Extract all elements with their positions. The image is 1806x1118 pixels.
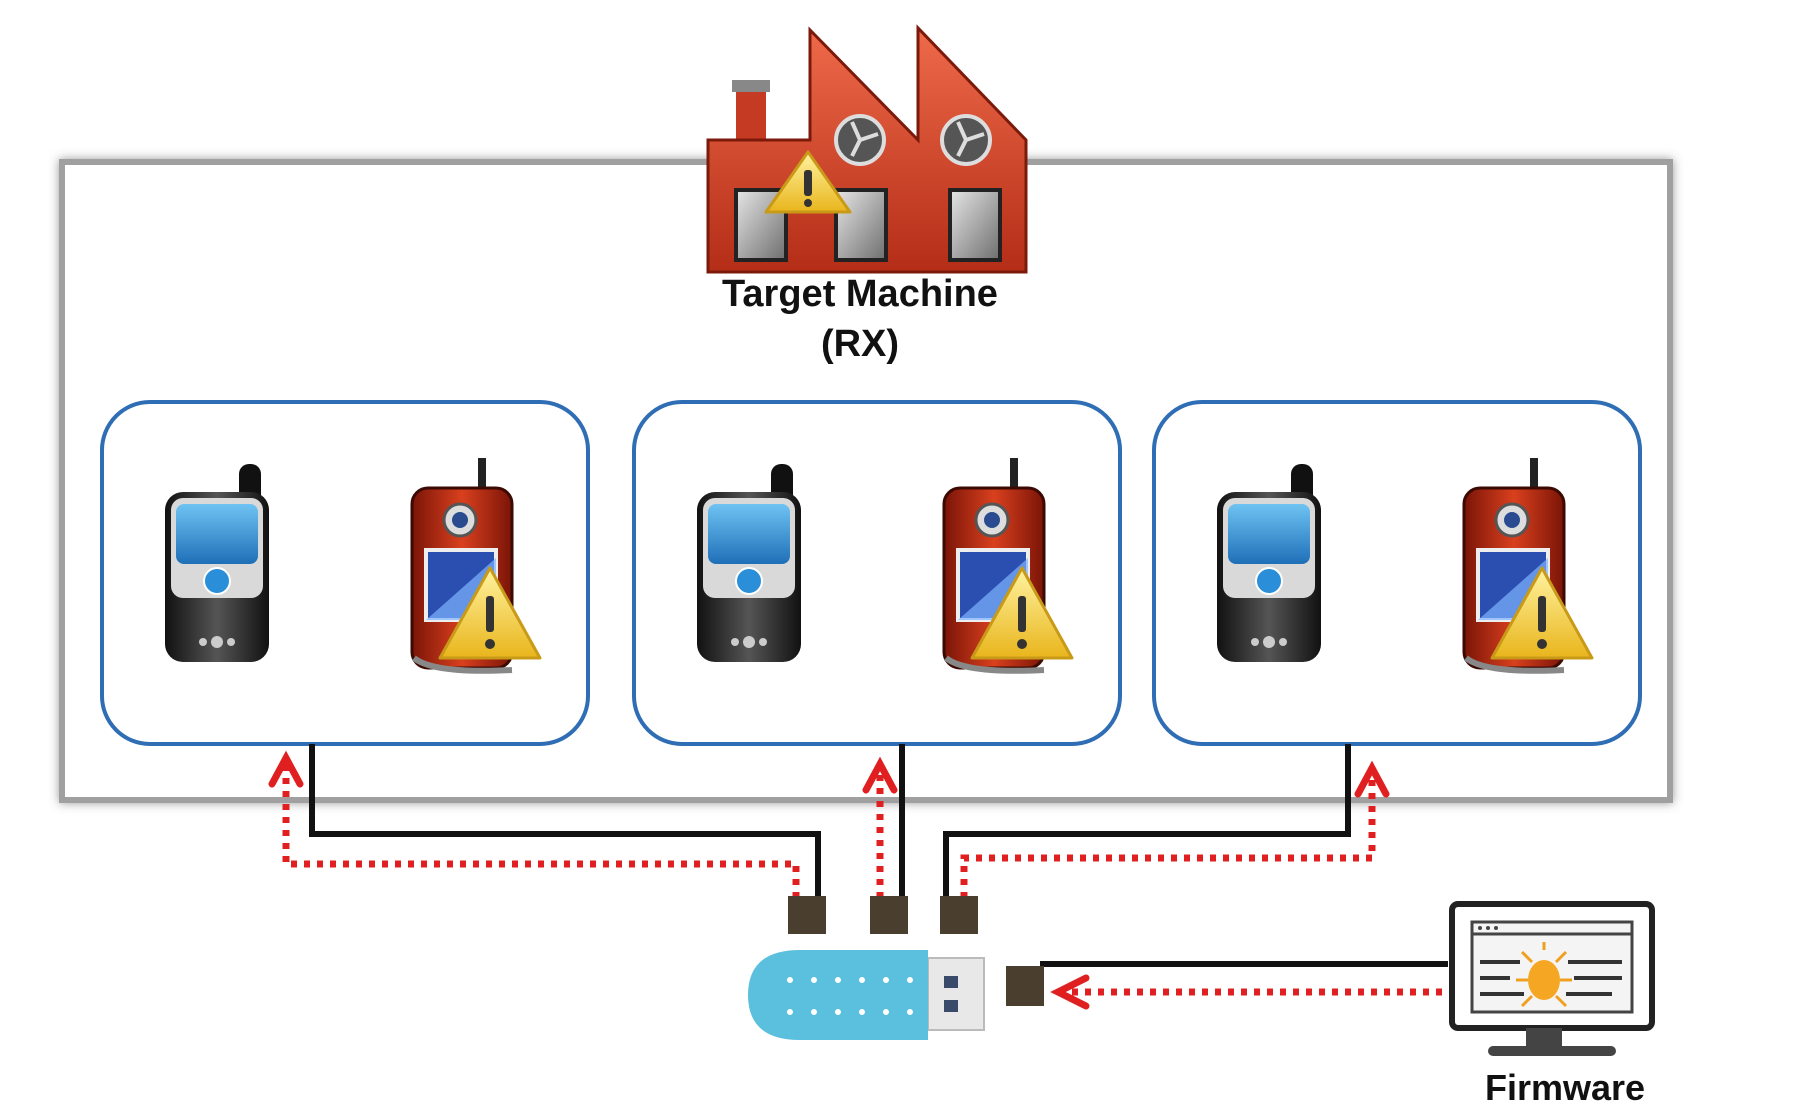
usb-drive-icon xyxy=(748,950,985,1040)
monitor-bug-icon xyxy=(1449,901,1655,1056)
target-machine-subtitle: (RX) xyxy=(820,323,900,365)
usb-connectors xyxy=(788,896,1044,1006)
mobile-phone-icon xyxy=(1215,464,1323,664)
mobile-phone-icon xyxy=(163,464,271,664)
usb-cables xyxy=(309,744,1448,967)
mobile-phone-icon xyxy=(695,464,803,664)
firmware-label: Firmware xyxy=(1484,1067,1646,1108)
attack-paths xyxy=(282,762,1442,996)
target-machine-title: Target Machine xyxy=(722,273,998,315)
factory-warning-icon xyxy=(706,24,1028,274)
attack-arrowheads xyxy=(268,750,1390,1010)
